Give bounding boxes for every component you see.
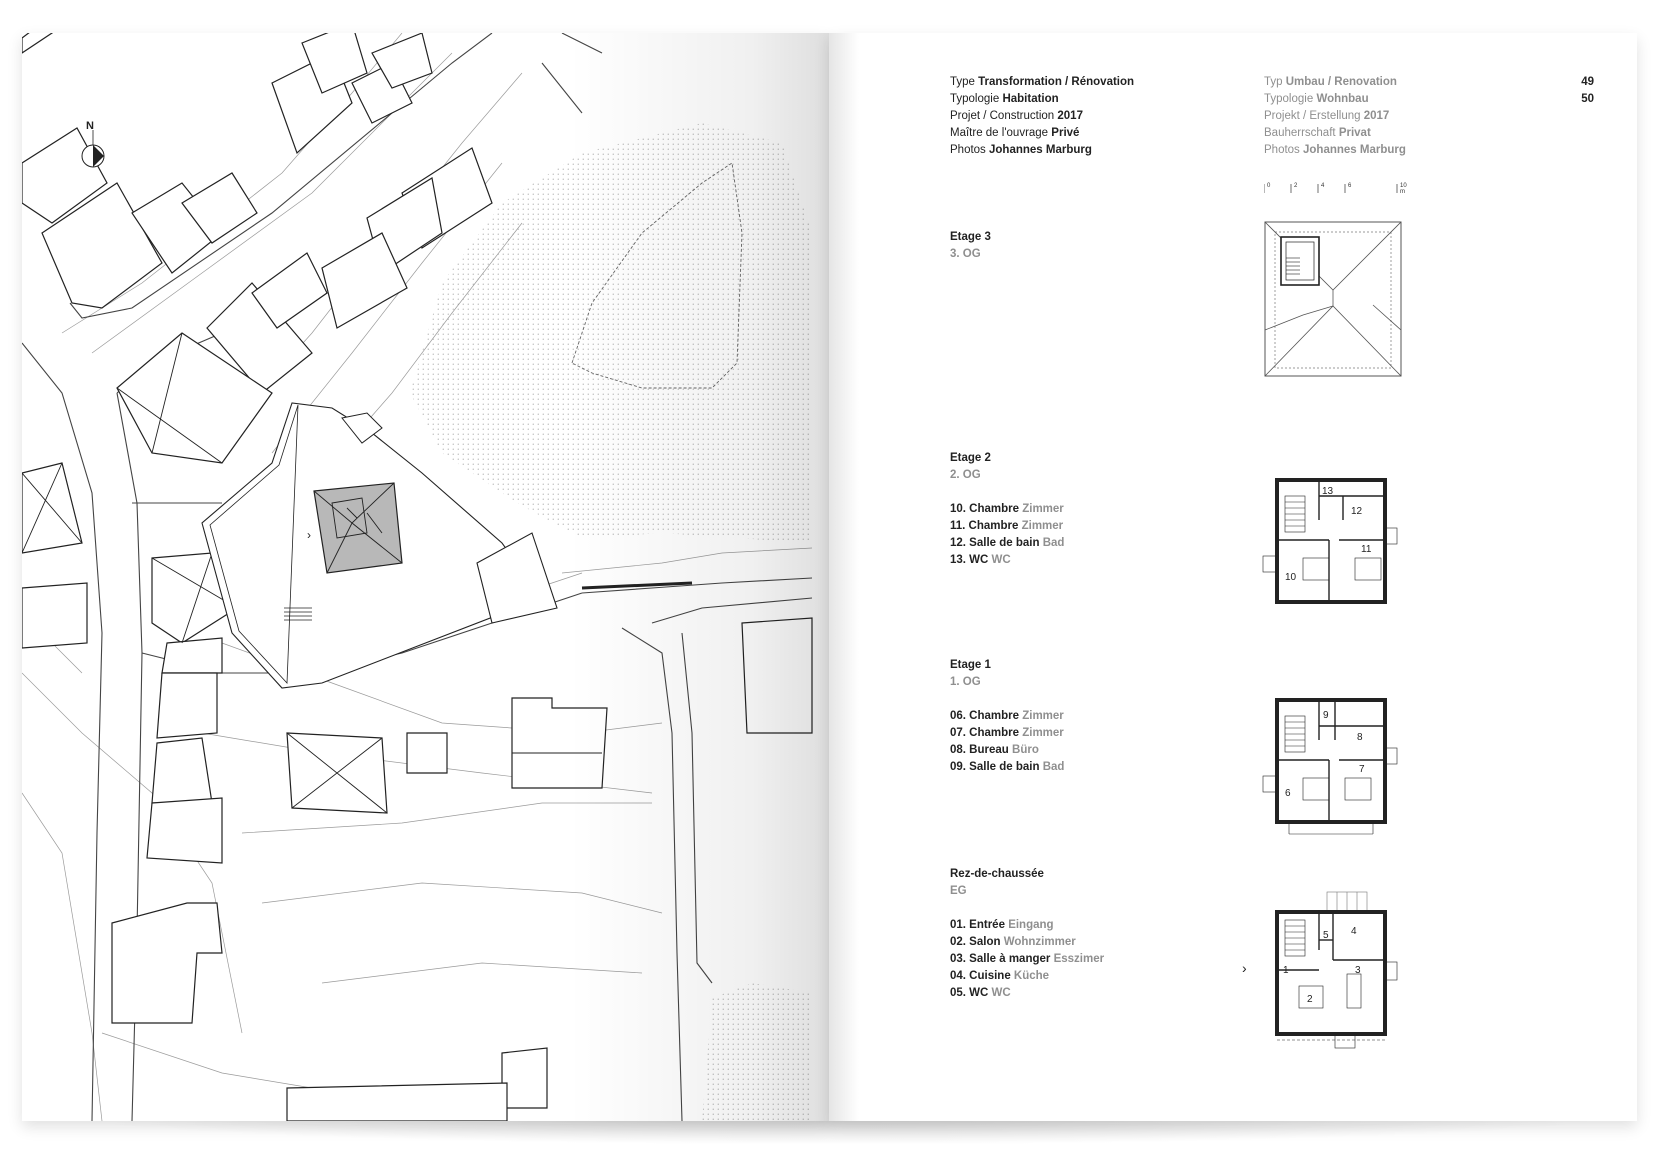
gutter-shade-right [829, 33, 859, 1121]
floor-rez-text: Rez-de-chaussée EG 01. Entrée Eingang 02… [950, 866, 1104, 1002]
park-area-south [702, 983, 812, 1121]
plan-etage3 [1264, 221, 1402, 377]
floor-subtitle: 1. OG [950, 676, 981, 688]
floor-title: Rez-de-chaussée [950, 868, 1044, 880]
scale-label: 10 m [1400, 183, 1407, 195]
room-label: 1 [1283, 965, 1289, 976]
scale-label: 4 [1321, 183, 1325, 189]
room-entry: 06. Chambre Zimmer [950, 710, 1064, 722]
floor-subtitle: 2. OG [950, 469, 981, 481]
meta-de-row: Projekt / Erstellung 2017 [1264, 110, 1390, 122]
room-entry: 12. Salle de bain Bad [950, 537, 1065, 549]
site-plan: › [22, 33, 813, 1121]
floor-etage3-text: Etage 3 3. OG [950, 229, 991, 263]
plot-wall [209, 404, 299, 684]
floor-subtitle: 3. OG [950, 248, 981, 260]
contour-lines [22, 33, 813, 1121]
meta-fr-row: Typologie Habitation [950, 93, 1059, 105]
meta-fr-row: Photos Johannes Marburg [950, 144, 1092, 156]
park-area [410, 123, 812, 543]
room-label: 7 [1359, 764, 1365, 775]
site-plan-page: › N [22, 33, 829, 1121]
floor-title: Etage 3 [950, 231, 991, 243]
plan-rez: › 5 4 1 3 2 [1242, 891, 1398, 1049]
plan-etage1: 9 8 7 6 [1262, 698, 1398, 835]
room-label: 10 [1285, 572, 1297, 583]
room-entry: 08. Bureau Büro [950, 744, 1039, 756]
contour-dashed [571, 162, 743, 389]
room-entry: 11. Chambre Zimmer [950, 520, 1064, 532]
room-entry: 02. Salon Wohnzimmer [950, 936, 1076, 948]
room-label: 9 [1323, 710, 1329, 721]
floor-subtitle: EG [950, 885, 967, 897]
floor-title: Etage 1 [950, 659, 991, 671]
plan-etage2: 13 12 11 10 [1262, 478, 1398, 604]
room-label: 3 [1355, 965, 1361, 976]
room-label: 6 [1285, 788, 1291, 799]
roof-lines [22, 332, 602, 814]
meta-de-row: Bauherrschaft Privat [1264, 127, 1371, 139]
meta-de-row: Typologie Wohnbau [1264, 93, 1369, 105]
annex-building [476, 532, 558, 624]
meta-fr-row: Type Transformation / Rénovation [950, 76, 1135, 88]
annex-small [341, 412, 383, 444]
room-entry: 05. WC WC [950, 987, 1011, 999]
room-label: 11 [1361, 544, 1372, 555]
room-label: 2 [1307, 994, 1313, 1005]
meta-fr-row: Maître de l'ouvrage Privé [950, 127, 1080, 139]
room-entry: 09. Salle de bain Bad [950, 761, 1065, 773]
plot-fence [581, 581, 693, 590]
meta-de: Typ Umbau / Renovation Typologie Wohnbau… [1264, 74, 1406, 159]
meta-de-row: Photos Johannes Marburg [1264, 144, 1406, 156]
meta-fr-row: Projet / Construction 2017 [950, 110, 1083, 122]
meta-fr: Type Transformation / Rénovation Typolog… [950, 74, 1134, 159]
floor-etage1-text: Etage 1 1. OG 06. Chambre Zimmer 07. Cha… [950, 657, 1064, 776]
room-label: 12 [1351, 506, 1363, 517]
stairs [284, 607, 312, 621]
highlighted-house [313, 482, 403, 574]
room-label: 13 [1322, 486, 1334, 497]
scale-label: 2 [1294, 183, 1298, 189]
floor-title: Etage 2 [950, 452, 991, 464]
page-number-left: 49 [1581, 76, 1594, 88]
scale-label: 6 [1348, 183, 1352, 189]
room-entry: 13. WC WC [950, 554, 1011, 566]
room-entry: 03. Salle à manger Esszimer [950, 953, 1105, 965]
north-label: N [86, 120, 94, 132]
room-label: 4 [1351, 926, 1357, 937]
meta-de-row: Typ Umbau / Renovation [1264, 76, 1397, 88]
room-entry: 10. Chambre Zimmer [950, 503, 1064, 515]
entrance-arrow: › [307, 528, 311, 542]
page-number-right: 50 [1581, 93, 1594, 105]
north-arrow-icon [81, 130, 105, 168]
scale-label: 0 [1267, 183, 1271, 189]
room-entry: 04. Cuisine Küche [950, 970, 1050, 982]
entrance-arrow: › [1242, 960, 1247, 976]
room-label: 8 [1357, 732, 1363, 743]
room-label: 5 [1323, 930, 1329, 941]
room-entry: 01. Entrée Eingang [950, 919, 1054, 931]
room-entry: 07. Chambre Zimmer [950, 727, 1064, 739]
floor-etage2-text: Etage 2 2. OG 10. Chambre Zimmer 11. Cha… [950, 450, 1064, 569]
info-page: Type Transformation / Rénovation Typolog… [829, 33, 1637, 1121]
